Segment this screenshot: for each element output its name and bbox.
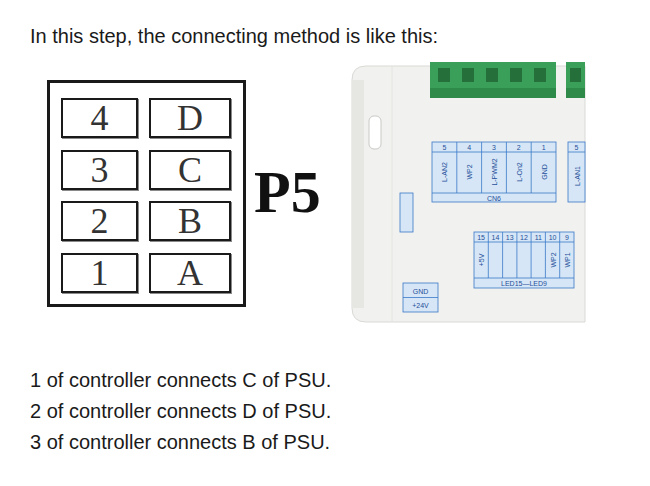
pin-label: WP1 xyxy=(563,252,570,267)
pin-name: B xyxy=(178,203,202,239)
photo-detail xyxy=(352,80,364,308)
photo-detail xyxy=(488,232,489,278)
controller-housing xyxy=(352,66,585,322)
photo-detail xyxy=(474,232,574,288)
pin-label: +24V xyxy=(412,301,429,308)
pin-label: 12 xyxy=(520,234,528,241)
pin-label: 3 xyxy=(492,144,496,151)
pin-label: 9 xyxy=(565,234,569,241)
pin-name: A xyxy=(177,255,203,291)
photo-detail xyxy=(432,152,556,153)
pin-label: WP2 xyxy=(466,164,473,179)
photo-detail xyxy=(531,232,532,278)
pin-label: L-AN2 xyxy=(441,162,448,182)
pin-label: L-On2 xyxy=(515,162,522,181)
pin-label: 4 xyxy=(467,144,471,151)
pin-label: GND xyxy=(540,164,547,180)
photo-detail xyxy=(430,62,556,98)
pin-label: LED15—LED9 xyxy=(501,280,547,287)
photo-detail xyxy=(568,142,585,202)
connector-name: P5 xyxy=(254,162,321,222)
pin-label: GND xyxy=(413,287,429,294)
photo-detail xyxy=(559,232,560,278)
pin-label: 10 xyxy=(549,234,557,241)
pin-label: 15 xyxy=(477,234,485,241)
photo-detail xyxy=(534,68,546,82)
photo-detail xyxy=(568,152,585,153)
photo-detail xyxy=(462,68,474,82)
photo-detail xyxy=(531,142,532,193)
pin-name: 3 xyxy=(91,152,109,188)
pin-box: 4 xyxy=(61,98,138,138)
pin-label: L-AN1 xyxy=(573,166,580,186)
photo-detail xyxy=(506,142,507,193)
photo-detail xyxy=(456,142,457,193)
pin-name: 1 xyxy=(91,255,109,291)
photo-detail xyxy=(403,283,438,312)
wiring-note: 2 of controller connects D of PSU. xyxy=(30,399,331,423)
pin-label: +5V xyxy=(478,254,485,267)
terminal-block xyxy=(430,62,585,98)
pin-label: 1 xyxy=(542,144,546,151)
photo-detail xyxy=(438,68,450,82)
pin-name: 4 xyxy=(91,100,109,136)
pin-name: C xyxy=(178,152,202,188)
photo-detail xyxy=(369,116,381,149)
title: In this step, the connecting method is l… xyxy=(30,24,438,48)
photo-detail xyxy=(566,88,585,98)
photo-detail xyxy=(432,193,556,194)
photo-detail xyxy=(392,66,393,322)
photo-detail xyxy=(510,68,522,82)
wiring-note: 3 of controller connects B of PSU. xyxy=(30,430,330,454)
pin-label: 13 xyxy=(506,234,514,241)
photo-detail xyxy=(566,62,585,98)
pin-box: B xyxy=(149,201,231,241)
wiring-note: 1 of controller connects C of PSU. xyxy=(30,368,331,392)
pin-box: 3 xyxy=(61,150,138,190)
pin-box: 1 xyxy=(61,253,138,293)
pin-label: 5 xyxy=(442,144,446,151)
photo-detail xyxy=(516,232,517,278)
pin-label: 11 xyxy=(535,234,542,241)
photo-detail xyxy=(430,88,556,98)
pin-sticker xyxy=(400,142,585,312)
pin-name: 2 xyxy=(91,203,109,239)
pin-label: L-PWM2 xyxy=(491,158,498,185)
photo-detail xyxy=(545,232,546,278)
pin-box: D xyxy=(149,98,231,138)
connector-frame: P54D3C2B1A xyxy=(47,80,246,307)
photo-detail xyxy=(474,278,574,279)
photo-detail xyxy=(474,242,574,243)
pin-box: A xyxy=(149,253,231,293)
pin-label: CN6 xyxy=(487,194,501,201)
pin-label: 14 xyxy=(491,234,499,241)
photo-detail xyxy=(486,68,498,82)
pin-label: 5 xyxy=(575,144,579,151)
pin-label: 2 xyxy=(517,144,521,151)
photo-detail xyxy=(400,193,413,232)
photo-detail xyxy=(502,232,503,278)
photo-detail xyxy=(432,142,556,202)
pin-box: 2 xyxy=(61,201,138,241)
pin-box: C xyxy=(149,150,231,190)
pin-name: D xyxy=(177,100,203,136)
photo-detail xyxy=(352,66,585,322)
pin-label: WP2 xyxy=(549,252,556,267)
photo-detail xyxy=(570,68,581,82)
photo-detail xyxy=(403,297,438,298)
photo-detail xyxy=(481,142,482,193)
